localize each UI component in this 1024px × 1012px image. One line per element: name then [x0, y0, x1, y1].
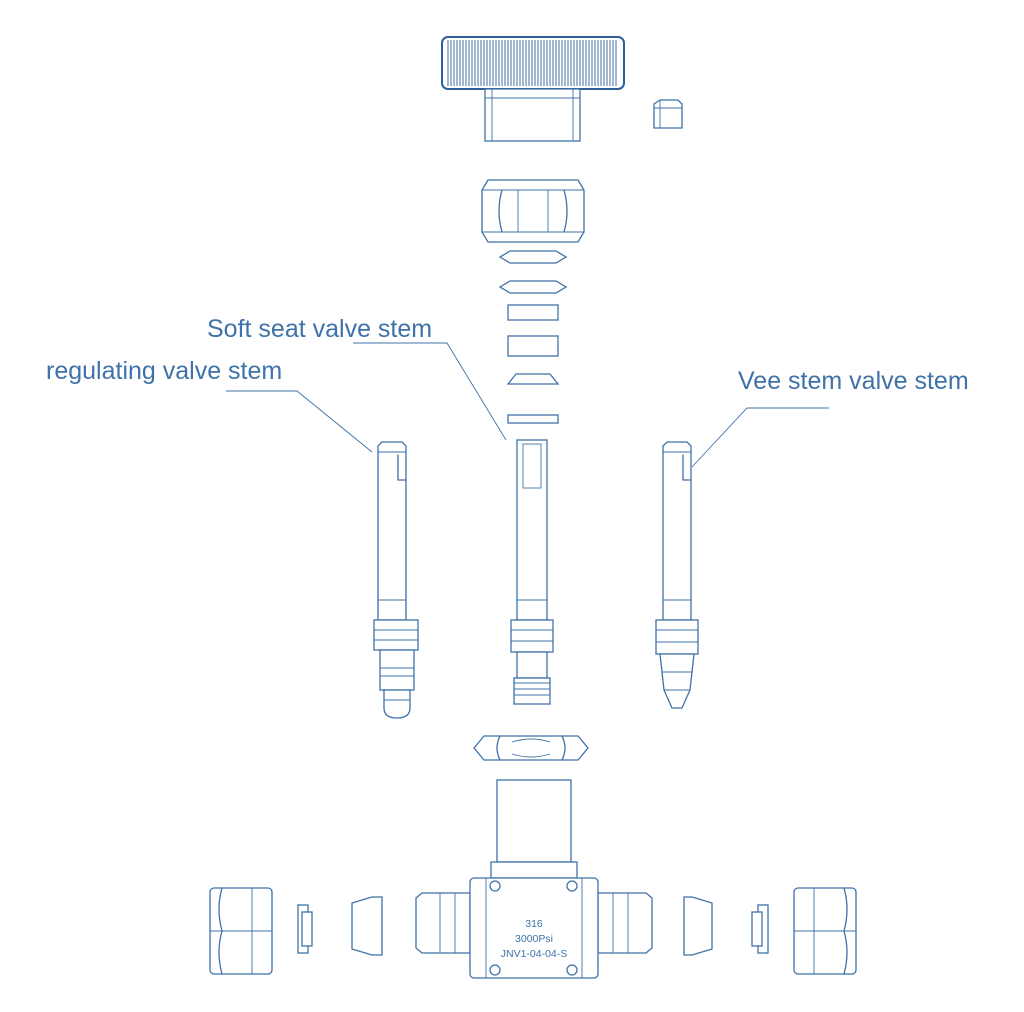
label-regulating-valve-stem: regulating valve stem — [46, 357, 282, 385]
vee-stem-valve-stem — [655, 441, 699, 709]
lock-nut — [473, 735, 589, 761]
handle-knob — [441, 36, 625, 142]
right-front-ferrule — [683, 896, 713, 956]
set-screw — [653, 99, 683, 129]
knob-knurling — [447, 40, 617, 86]
left-fitting-nut — [209, 887, 273, 975]
left-front-ferrule — [351, 896, 383, 956]
label-soft-seat-valve-stem: Soft seat valve stem — [207, 315, 432, 343]
regulating-valve-stem — [373, 441, 419, 719]
packing-stack — [498, 250, 568, 424]
soft-seat-valve-stem — [510, 439, 554, 705]
right-back-ferrule — [751, 904, 769, 954]
packing-nut — [481, 179, 585, 243]
body-stamp-model: JNV1-04-04-S — [501, 948, 568, 960]
label-vee-stem-valve-stem: Vee stem valve stem — [738, 367, 969, 395]
callout-leaders — [226, 342, 829, 468]
valve-body: 316 3000Psi JNV1-04-04-S — [415, 779, 653, 979]
left-back-ferrule — [297, 904, 313, 954]
right-fitting-nut — [793, 887, 857, 975]
body-stamp-pressure: 3000Psi — [515, 933, 553, 945]
body-stamp-material: 316 — [525, 918, 543, 930]
